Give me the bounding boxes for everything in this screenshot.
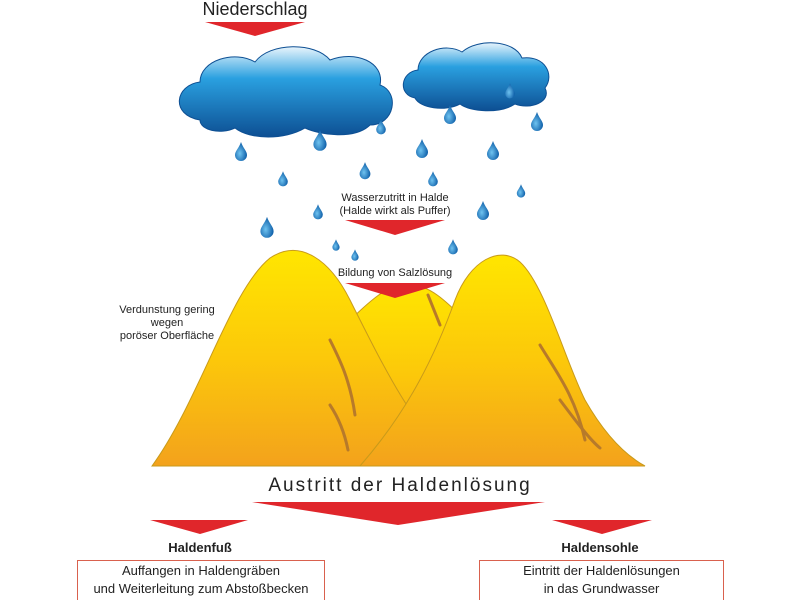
evaporation-line1: Verdunstung gering [119, 304, 215, 316]
leachate-exit-arrow [252, 502, 545, 525]
raindrop-icon [313, 204, 323, 220]
raindrop-icon [448, 239, 458, 255]
raindrop-icon [376, 119, 386, 135]
haldenfuss-box: Auffangen in Haldengräben und Weiterleit… [77, 560, 325, 600]
precipitation-label: Niederschlag [202, 0, 308, 19]
mound-left [151, 250, 411, 467]
evaporation-label: Verdunstung gering wegen poröser Oberflä… [112, 304, 222, 343]
haldenfuss-line1: Auffangen in Haldengräben [121, 563, 281, 578]
raindrop-icon [505, 83, 515, 99]
cloud-left [178, 46, 393, 138]
raindrop-icon [332, 239, 340, 251]
raindrop-icon [313, 129, 327, 151]
raindrop-icon [487, 141, 499, 160]
water-entry-arrow [345, 220, 445, 235]
precipitation-arrow [205, 22, 305, 36]
haldensohle-line2: in das Grundwasser [543, 581, 660, 596]
haldenfuss-arrow [150, 520, 248, 534]
haldensohle-title: Haldensohle [561, 540, 639, 555]
raindrop-icon [278, 171, 288, 187]
haldensohle-box: Eintritt der Haldenlösungen in das Grund… [479, 560, 724, 600]
raindrop-icon [351, 249, 359, 261]
evaporation-line2: wegen [150, 317, 184, 329]
raindrop-icon [235, 142, 247, 161]
haldensohle-line1: Eintritt der Haldenlösungen [523, 563, 680, 578]
salt-formation-label: Bildung von Salzlösung [337, 267, 453, 279]
raindrop-icon [260, 216, 274, 238]
haldenfuss-title: Haldenfuß [168, 540, 232, 555]
haldensohle-arrow [552, 520, 652, 534]
raindrop-icon [531, 112, 543, 131]
raindrop-icon [416, 139, 428, 158]
evaporation-line3: poröser Oberfläche [119, 330, 215, 342]
raindrop-icon [477, 201, 489, 220]
mound-right [358, 254, 646, 467]
raindrop-icon [516, 184, 526, 198]
raindrop-icon [444, 105, 456, 124]
raindrop-icon [359, 162, 371, 180]
water-entry-line2: (Halde wirkt als Puffer) [339, 205, 451, 217]
leachate-exit-label: Austritt der Haldenlösung [268, 475, 532, 496]
raindrop-icon [428, 171, 438, 187]
water-entry-line1: Wasserzutritt in Halde [341, 192, 449, 204]
haldenfuss-line2: und Weiterleitung zum Abstoßbecken [93, 581, 309, 596]
raindrops [235, 83, 543, 261]
water-entry-label: Wasserzutritt in Halde (Halde wirkt als … [325, 192, 465, 218]
cloud-right [402, 42, 550, 112]
mound-cracks [328, 293, 602, 452]
salt-formation-arrow [345, 283, 445, 298]
